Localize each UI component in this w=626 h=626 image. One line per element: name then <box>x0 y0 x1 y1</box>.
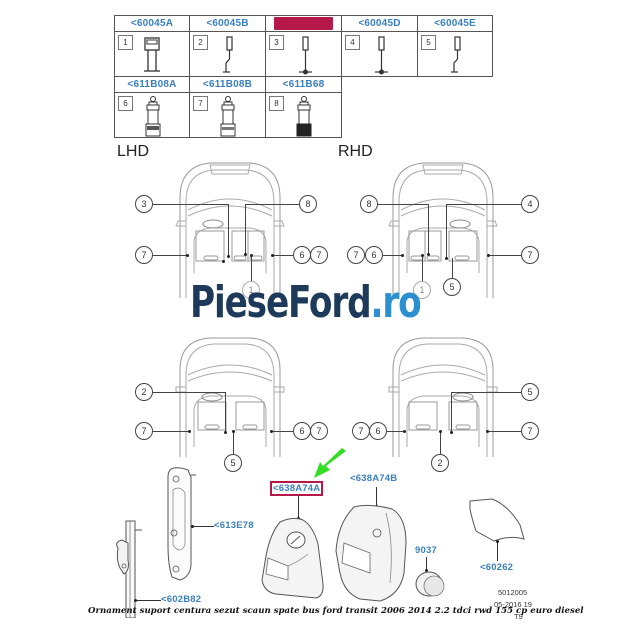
part-index: 7 <box>193 96 208 111</box>
stamp-date: 05-2016 19 <box>494 600 532 609</box>
buckle-receiver-icon <box>220 96 236 137</box>
callout-1[interactable]: 1 <box>413 281 431 299</box>
part-header-60045c-selected[interactable]: <60045C <box>265 15 342 32</box>
callout-7[interactable]: 7 <box>310 246 328 264</box>
stamp-code: T9 <box>514 612 523 621</box>
callout-1[interactable]: 1 <box>242 281 260 299</box>
callout-8[interactable]: 8 <box>360 195 378 213</box>
trim-strip-613e78-illustration[interactable] <box>160 465 200 585</box>
callout-3[interactable]: 3 <box>135 195 153 213</box>
buckle-long-stalk-icon <box>375 36 388 75</box>
part-label-60262[interactable]: <60262 <box>480 562 514 573</box>
callout-2[interactable]: 2 <box>431 454 449 472</box>
piesefold-watermark-logo: PieseFord.ro <box>190 277 422 328</box>
part-header-60045d[interactable]: <60045D <box>341 15 418 32</box>
part-header-60045b[interactable]: <60045B <box>189 15 266 32</box>
buckle-receiver-black-icon <box>296 96 312 137</box>
part-index: 8 <box>269 96 284 111</box>
callout-7[interactable]: 7 <box>347 246 365 264</box>
stamp-ref: 5012005 <box>498 588 528 597</box>
part-cell-7[interactable]: 7 <box>189 92 266 138</box>
part-index: 3 <box>269 35 284 50</box>
belt-rail-602b82-illustration[interactable] <box>108 518 148 618</box>
callout-7[interactable]: 7 <box>135 246 153 264</box>
buckle-stalk-icon <box>223 36 233 73</box>
van-topview-lhd-top <box>175 162 285 298</box>
part-label-638a74b[interactable]: <638A74B <box>350 473 398 484</box>
callout-6[interactable]: 6 <box>365 246 383 264</box>
part-header-611b08a[interactable]: <611B08A <box>114 76 190 93</box>
part-cell-2[interactable]: 2 <box>189 31 266 77</box>
van-topview-rhd-top <box>388 162 498 298</box>
part-label-613e78[interactable]: <613E78 <box>214 520 254 531</box>
callout-5[interactable]: 5 <box>521 383 539 401</box>
callout-5[interactable]: 5 <box>443 278 461 296</box>
part-cell-6[interactable]: 6 <box>114 92 190 138</box>
product-caption: Ornament suport centura sezut scaun spat… <box>88 606 584 616</box>
cap-9037-illustration[interactable] <box>412 566 452 600</box>
callout-6[interactable]: 6 <box>293 422 311 440</box>
part-cell-1[interactable]: 1 <box>114 31 190 77</box>
part-cell-8[interactable]: 8 <box>265 92 342 138</box>
belt-trim-638a74b-illustration[interactable] <box>330 503 410 603</box>
panel-60262-illustration[interactable] <box>462 497 532 547</box>
green-arrow-icon <box>314 448 346 478</box>
part-index: 5 <box>421 35 436 50</box>
part-cell-4[interactable]: 4 <box>341 31 418 77</box>
buckle-receiver-icon <box>145 96 161 137</box>
callout-7[interactable]: 7 <box>521 422 539 440</box>
van-topview-lhd-bottom <box>175 337 285 457</box>
callout-8[interactable]: 8 <box>299 195 317 213</box>
part-label-602b82[interactable]: <602B82 <box>161 594 202 605</box>
callout-6[interactable]: 6 <box>293 246 311 264</box>
buckle-bracket-icon <box>144 37 160 72</box>
buckle-long-stalk-icon <box>299 36 312 75</box>
callout-6[interactable]: 6 <box>369 422 387 440</box>
rhd-label: RHD <box>338 143 373 160</box>
callout-5[interactable]: 5 <box>224 454 242 472</box>
part-index: 1 <box>118 35 133 50</box>
callout-7[interactable]: 7 <box>135 422 153 440</box>
selected-code-highlight: <60045C <box>274 17 333 30</box>
callout-4[interactable]: 4 <box>521 195 539 213</box>
part-label-638a74a-selected[interactable]: <638A74A <box>270 481 324 496</box>
part-cell-5[interactable]: 5 <box>417 31 493 77</box>
buckle-stalk-icon <box>451 36 461 73</box>
part-header-60045a[interactable]: <60045A <box>114 15 190 32</box>
callout-7[interactable]: 7 <box>352 422 370 440</box>
part-header-60045e[interactable]: <60045E <box>417 15 493 32</box>
callout-7[interactable]: 7 <box>521 246 539 264</box>
lhd-label: LHD <box>117 143 150 160</box>
callout-2[interactable]: 2 <box>135 383 153 401</box>
part-header-611b08b[interactable]: <611B08B <box>189 76 266 93</box>
belt-trim-638a74a-illustration[interactable] <box>258 514 333 602</box>
part-index: 4 <box>345 35 360 50</box>
part-index: 2 <box>193 35 208 50</box>
callout-7[interactable]: 7 <box>310 422 328 440</box>
part-cell-3[interactable]: 3 <box>265 31 342 77</box>
part-header-611b68[interactable]: <611B68 <box>265 76 342 93</box>
part-index: 6 <box>118 96 133 111</box>
part-label-9037[interactable]: 9037 <box>415 545 437 556</box>
van-topview-rhd-bottom <box>388 337 498 457</box>
